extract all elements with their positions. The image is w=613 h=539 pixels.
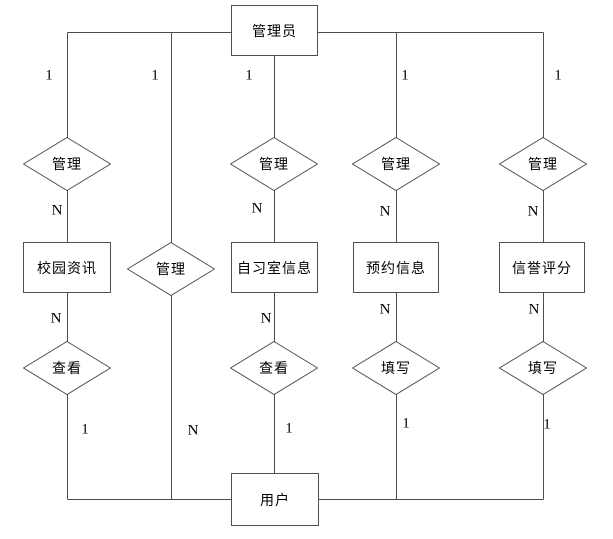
cardinality-manage-study-n: N xyxy=(251,200,263,217)
diamond-shape xyxy=(499,341,587,395)
relationship-view-study-room-info: 查看 xyxy=(230,341,318,395)
diamond-shape xyxy=(230,341,318,395)
relationship-label: 查看 xyxy=(259,360,289,376)
entity-label-credit-score: 信誉评分 xyxy=(512,259,572,276)
entity-campus-info: 校园资讯 xyxy=(23,242,111,293)
relationship-manage-credit-score: 管理 xyxy=(499,137,587,191)
relationship-label: 管理 xyxy=(381,156,411,172)
relationship-manage-reservation-info: 管理 xyxy=(352,137,440,191)
cardinality-fill-reservation-user-1: 1 xyxy=(402,415,410,432)
relationship-view-campus-info: 查看 xyxy=(23,341,111,395)
cardinality-admin-credit-1: 1 xyxy=(554,67,562,84)
diamond-shape xyxy=(230,137,318,191)
cardinality-manage-user-n: N xyxy=(187,422,199,439)
relationship-label: 管理 xyxy=(528,156,558,172)
diamond-shape xyxy=(23,137,111,191)
relationship-label: 管理 xyxy=(52,156,82,172)
diamond-shape xyxy=(352,341,440,395)
entity-label-admin: 管理员 xyxy=(252,22,297,39)
relationship-manage-study-room-info: 管理 xyxy=(230,137,318,191)
relationship-manage-user: 管理 xyxy=(127,242,215,296)
entity-credit-score: 信誉评分 xyxy=(499,242,585,293)
cardinality-credit-fill-n: N xyxy=(528,301,540,318)
cardinality-manage-reservation-n: N xyxy=(379,203,391,220)
entity-reservation-info: 预约信息 xyxy=(353,242,439,293)
entity-admin: 管理员 xyxy=(231,5,318,56)
diamond-shape xyxy=(23,341,111,395)
entity-label-user: 用户 xyxy=(260,491,290,508)
relationship-label: 管理 xyxy=(259,156,289,172)
entity-label-campus-info: 校园资讯 xyxy=(37,259,97,276)
entity-user: 用户 xyxy=(231,473,319,526)
relationship-fill-credit-score: 填写 xyxy=(499,341,587,395)
diamond-shape xyxy=(127,242,215,296)
cardinality-admin-user-1: 1 xyxy=(151,67,159,84)
diamond-shape xyxy=(352,137,440,191)
cardinality-manage-credit-n: N xyxy=(527,203,539,220)
relationship-manage-campus-info: 管理 xyxy=(23,137,111,191)
cardinality-view-study-user-1: 1 xyxy=(285,420,293,437)
relationship-label: 查看 xyxy=(52,360,82,376)
cardinality-reservation-fill-n: N xyxy=(379,301,391,318)
entity-label-study-room-info: 自习室信息 xyxy=(237,259,312,276)
cardinality-admin-campus-1: 1 xyxy=(45,67,53,84)
diamond-shape xyxy=(499,137,587,191)
relationship-label: 填写 xyxy=(381,360,411,376)
cardinality-admin-reservation-1: 1 xyxy=(401,67,409,84)
cardinality-manage-campus-n: N xyxy=(51,202,63,219)
cardinality-study-view-n: N xyxy=(260,310,272,327)
cardinality-fill-credit-user-1: 1 xyxy=(543,416,551,433)
cardinality-admin-study-1: 1 xyxy=(245,67,253,84)
entity-label-reservation-info: 预约信息 xyxy=(366,259,426,276)
cardinality-view-campus-user-1: 1 xyxy=(81,421,89,438)
entity-study-room-info: 自习室信息 xyxy=(231,242,318,293)
cardinality-campus-view-n: N xyxy=(50,310,62,327)
relationship-label: 填写 xyxy=(528,360,558,376)
relationship-fill-reservation-info: 填写 xyxy=(352,341,440,395)
relationship-label: 管理 xyxy=(156,261,186,277)
